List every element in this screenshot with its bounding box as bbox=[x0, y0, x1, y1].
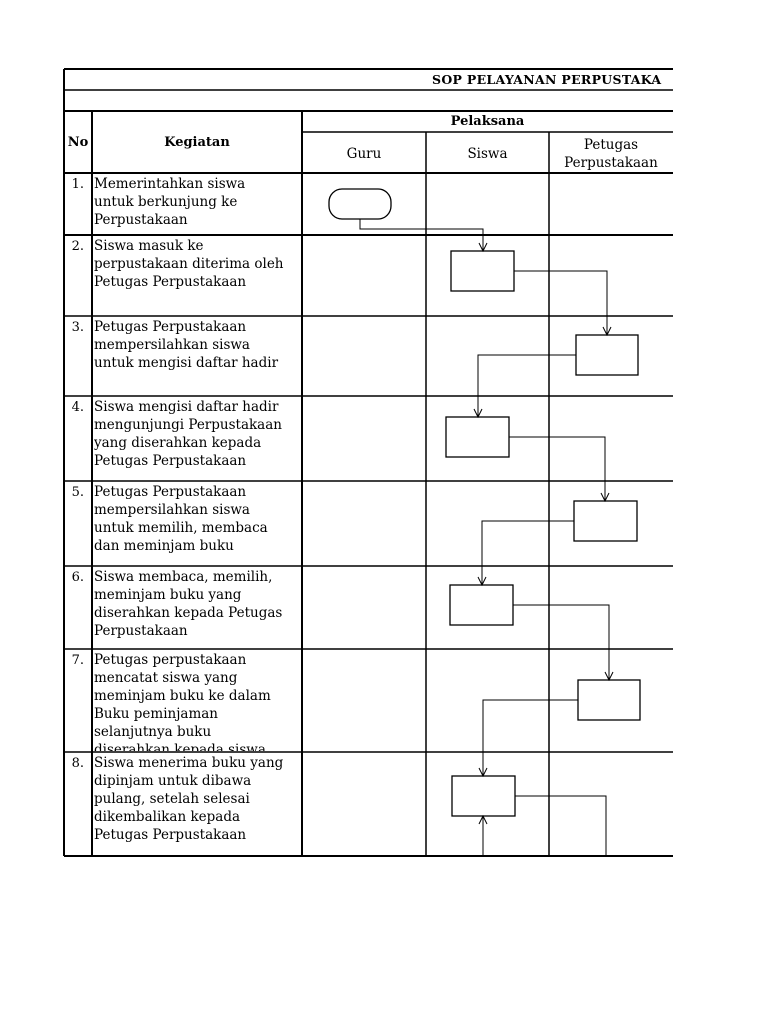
kegiatan-line: mengunjungi Perpustakaan bbox=[94, 417, 282, 433]
kegiatan-line: Petugas Perpustakaan bbox=[94, 274, 247, 290]
kegiatan-cell: Siswa mengisi daftar hadir mengunjungi Pe… bbox=[94, 398, 301, 480]
kegiatan-line: dipinjam untuk dibawa bbox=[94, 773, 252, 789]
header-siswa: Siswa bbox=[467, 146, 508, 162]
process-box-3 bbox=[575, 334, 639, 376]
kegiatan-line: selanjutnya buku bbox=[94, 724, 212, 740]
header-petugas-line1: Petugas bbox=[583, 137, 639, 153]
kegiatan-line: mencatat siswa yang bbox=[94, 670, 238, 686]
row-number: 5. bbox=[71, 485, 84, 500]
connector-3-4 bbox=[477, 354, 576, 417]
header-petugas: Petugas Perpustakaan bbox=[549, 136, 673, 172]
header-kegiatan: Kegiatan bbox=[164, 135, 230, 150]
kegiatan-line: Petugas Perpustakaan bbox=[94, 827, 247, 843]
kegiatan-line: untuk berkunjung ke bbox=[94, 194, 238, 210]
row-number: 1. bbox=[71, 177, 84, 192]
kegiatan-line: perpustakaan diterima oleh bbox=[94, 256, 284, 272]
row-number: 2. bbox=[71, 239, 84, 254]
kegiatan-cell: Petugas Perpustakaan mempersilahkan siswa… bbox=[94, 483, 301, 565]
connector-4-5 bbox=[509, 436, 606, 501]
connector-1-2 bbox=[359, 219, 484, 251]
kegiatan-line: Siswa masuk ke bbox=[94, 238, 204, 254]
process-box-6 bbox=[449, 584, 514, 626]
kegiatan-line: Perpustakaan bbox=[94, 212, 188, 228]
row-number: 7. bbox=[71, 653, 84, 668]
kegiatan-line: meminjam buku yang bbox=[94, 587, 242, 603]
start-terminal bbox=[328, 188, 392, 220]
row-number: 8. bbox=[71, 756, 84, 771]
kegiatan-line: Siswa menerima buku yang bbox=[94, 755, 284, 771]
kegiatan-line: Memerintahkan siswa bbox=[94, 176, 246, 192]
kegiatan-line: Petugas Perpustakaan bbox=[94, 484, 247, 500]
connector-5-6 bbox=[481, 520, 574, 585]
row-number: 4. bbox=[71, 400, 84, 415]
kegiatan-cell: Siswa masuk ke perpustakaan diterima oleh… bbox=[94, 237, 301, 315]
process-box-2 bbox=[450, 250, 515, 292]
process-box-5 bbox=[573, 500, 638, 542]
header-pelaksana: Pelaksana bbox=[450, 114, 525, 129]
kegiatan-line: dan meminjam buku bbox=[94, 538, 234, 554]
connector-8-out bbox=[515, 795, 607, 856]
kegiatan-line: untuk memilih, membaca bbox=[94, 520, 268, 536]
header-petugas-line2: Perpustakaan bbox=[564, 155, 658, 171]
kegiatan-line: diserahkan kepada Petugas bbox=[94, 605, 283, 621]
connector-2-3 bbox=[514, 270, 608, 335]
document-title: SOP PELAYANAN PERPUSTAKA bbox=[432, 72, 662, 87]
kegiatan-line: mempersilahkan siswa bbox=[94, 502, 250, 518]
kegiatan-line: Buku peminjaman bbox=[94, 706, 219, 722]
kegiatan-cell: Memerintahkan siswa untuk berkunjung ke Pe… bbox=[94, 175, 301, 234]
kegiatan-line: Siswa membaca, memilih, bbox=[94, 569, 273, 585]
row-number: 3. bbox=[71, 320, 84, 335]
kegiatan-line: Petugas perpustakaan bbox=[94, 652, 247, 668]
kegiatan-line: Petugas Perpustakaan bbox=[94, 453, 247, 469]
process-box-4 bbox=[445, 416, 510, 458]
kegiatan-line: dikembalikan kepada bbox=[94, 809, 241, 825]
connector-7-8 bbox=[482, 699, 578, 776]
kegiatan-line: Siswa mengisi daftar hadir bbox=[94, 399, 279, 415]
kegiatan-line: pulang, setelah selesai bbox=[94, 791, 250, 807]
kegiatan-line: mempersilahkan siswa bbox=[94, 337, 250, 353]
kegiatan-line: diserahkan kepada siswa bbox=[94, 742, 266, 751]
connector-6-7 bbox=[513, 604, 610, 680]
row-number: 6. bbox=[71, 570, 84, 585]
process-box-7 bbox=[577, 679, 641, 721]
kegiatan-cell: Siswa membaca, memilih, meminjam buku yan… bbox=[94, 568, 301, 648]
process-box-8 bbox=[451, 775, 516, 817]
kegiatan-cell: Petugas perpustakaan mencatat siswa yang m… bbox=[94, 651, 301, 751]
kegiatan-cell: Siswa menerima buku yang dipinjam untuk d… bbox=[94, 754, 301, 855]
kegiatan-cell: Petugas Perpustakaan mempersilahkan siswa… bbox=[94, 318, 301, 395]
kegiatan-line: Perpustakaan bbox=[94, 623, 188, 639]
header-guru: Guru bbox=[346, 146, 382, 162]
header-no: No bbox=[67, 135, 89, 150]
kegiatan-line: Petugas Perpustakaan bbox=[94, 319, 247, 335]
kegiatan-line: meminjam buku ke dalam bbox=[94, 688, 271, 704]
kegiatan-line: yang diserahkan kepada bbox=[94, 435, 262, 451]
kegiatan-line: untuk mengisi daftar hadir bbox=[94, 355, 279, 371]
